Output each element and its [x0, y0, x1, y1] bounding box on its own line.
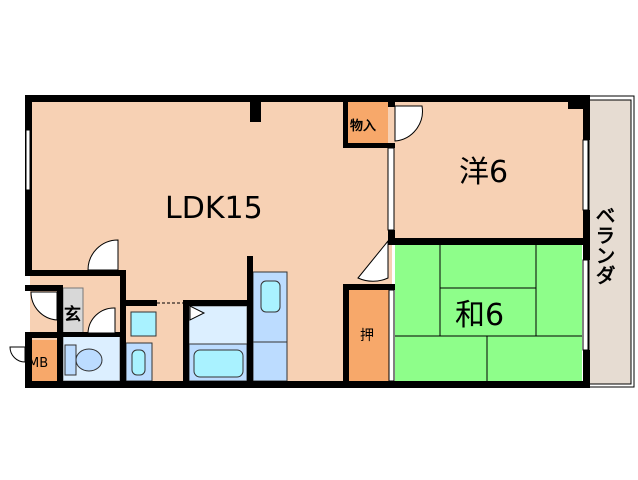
entrance-label: 玄 [64, 304, 81, 325]
door-swings [9, 105, 423, 363]
japanese-room-floor [395, 245, 582, 381]
bathtub [193, 349, 244, 378]
washbasin [130, 311, 157, 337]
tatami-lines [395, 245, 582, 381]
toilet-bowl [75, 348, 103, 372]
oshiire-closet [349, 289, 389, 381]
meter-box-label: MB [28, 356, 48, 371]
storage-closet [348, 102, 388, 144]
japanese-room-label: 和6 [455, 298, 504, 333]
veranda-label: ベランダ [592, 205, 616, 285]
toilet-tank [64, 344, 77, 376]
ldk-label: LDK15 [165, 191, 263, 226]
storage-label: 物入 [350, 118, 376, 134]
meter-box [31, 340, 57, 381]
windows [25, 129, 589, 382]
closet-label: 押 [360, 328, 374, 344]
veranda [588, 99, 632, 385]
kitchen-sink [260, 280, 281, 313]
washing-machine-tub [131, 349, 146, 376]
western-room-label: 洋6 [459, 155, 508, 190]
western-room-floor [392, 100, 584, 242]
